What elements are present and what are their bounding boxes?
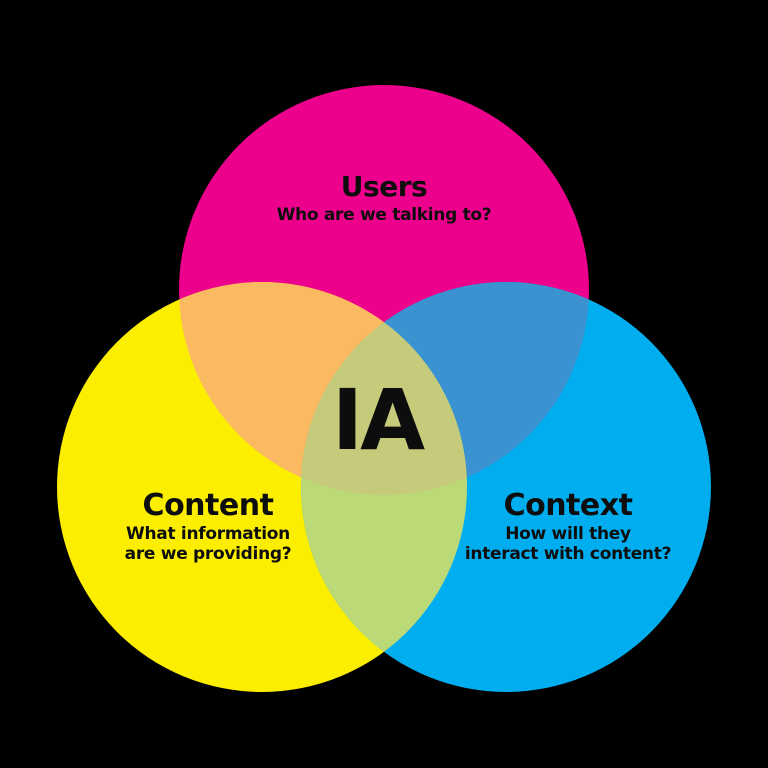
content-question: What information are we providing? bbox=[124, 524, 292, 564]
users-label: Users bbox=[340, 170, 428, 203]
context-question: How will they interact with content? bbox=[464, 524, 672, 564]
context-label: Context bbox=[503, 488, 633, 523]
context-label-group: Context How will they interact with cont… bbox=[464, 488, 672, 564]
content-label-group: Content What information are we providin… bbox=[125, 489, 292, 564]
content-question-line2: are we providing? bbox=[124, 543, 292, 564]
context-question-line2: interact with content? bbox=[464, 543, 672, 564]
context-question-line1: How will they bbox=[505, 524, 631, 544]
users-label-group: Users Who are we talking to? bbox=[276, 170, 492, 225]
users-question: Who are we talking to? bbox=[276, 204, 492, 225]
ia-center-label: IA bbox=[331, 371, 425, 470]
content-label: Content bbox=[142, 488, 274, 523]
content-question-line1: What information bbox=[126, 524, 290, 544]
